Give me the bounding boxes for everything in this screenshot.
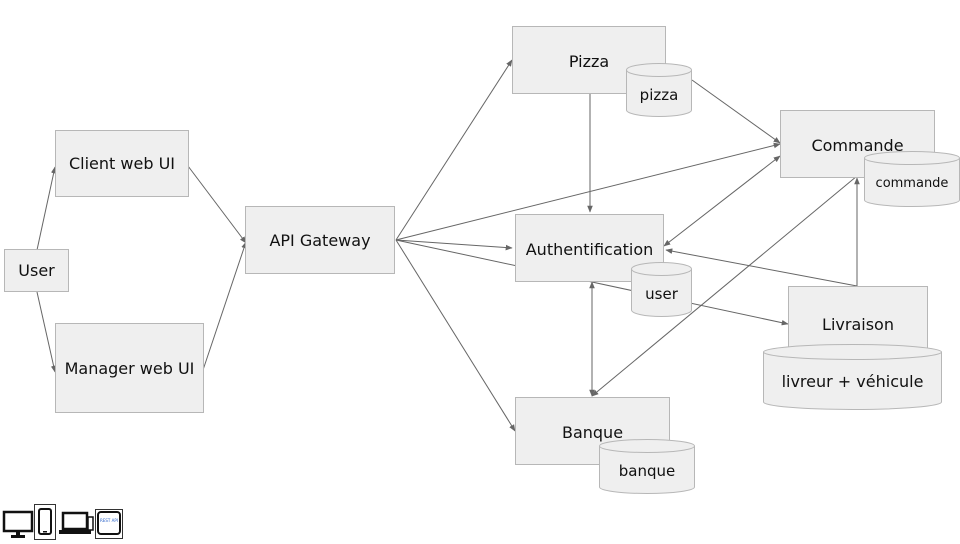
rest-api-icon-text: REST API [100,518,118,523]
db-livraison-shape [763,344,942,410]
db-banque-shape [599,439,695,494]
db-user-label: user [645,285,678,303]
db-commande-shape [864,151,960,207]
db-livraison-label: livreur + véhicule [781,372,924,391]
edge-pizzadb-commande [691,79,781,144]
db-livraison: livreur + véhicule [763,344,942,410]
node-livraison: Livraison [788,286,928,354]
db-banque-label: banque [618,462,676,480]
edge-gateway-pizza [395,59,513,241]
rest-api-icon: REST API [95,509,123,539]
db-pizza-shape [626,63,692,117]
laptop-icon [57,509,95,539]
node-client-web-ui: Client web UI [55,130,189,197]
edge-user-manager [36,291,57,373]
edge-commande-auth [663,155,781,247]
edge-commande-banque [591,175,858,397]
edge-client-gateway [187,165,247,244]
db-commande-label: commande [875,176,949,191]
db-commande: commande [864,151,960,207]
edge-user-client [36,166,57,251]
phone-icon [34,504,56,540]
node-manager-web-ui: Manager web UI [55,323,204,413]
db-banque: banque [599,439,695,494]
desktop-icon [2,509,34,539]
db-user: user [631,262,692,317]
node-api-gateway: API Gateway [245,206,395,274]
edge-livraison-auth [665,248,858,287]
node-user: User [4,249,69,292]
edge-gateway-banque [395,239,516,432]
db-pizza-label: pizza [639,86,679,104]
db-pizza: pizza [626,63,692,117]
db-user-shape [631,262,692,317]
node-pizza: Pizza [512,26,666,94]
edge-gateway-auth [395,239,513,251]
edge-manager-gateway [202,241,247,371]
